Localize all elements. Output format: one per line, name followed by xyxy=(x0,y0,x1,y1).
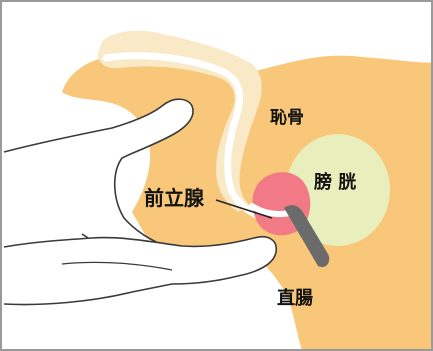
prostate-label: 前立腺 xyxy=(144,186,204,210)
pubic-bone-region xyxy=(248,87,315,152)
penis-shaft xyxy=(97,30,262,213)
finger-crease xyxy=(61,261,173,271)
bladder-label: 膀 胱 xyxy=(314,172,357,193)
prostate-leader-line xyxy=(215,199,273,219)
pubic-bone-label: 恥骨 xyxy=(270,108,304,128)
bladder-shape xyxy=(286,134,390,246)
rectum-label: 直腸 xyxy=(277,288,313,309)
probe-instrument xyxy=(284,205,330,268)
lower-hand xyxy=(3,236,278,306)
urethra-line xyxy=(102,52,268,222)
